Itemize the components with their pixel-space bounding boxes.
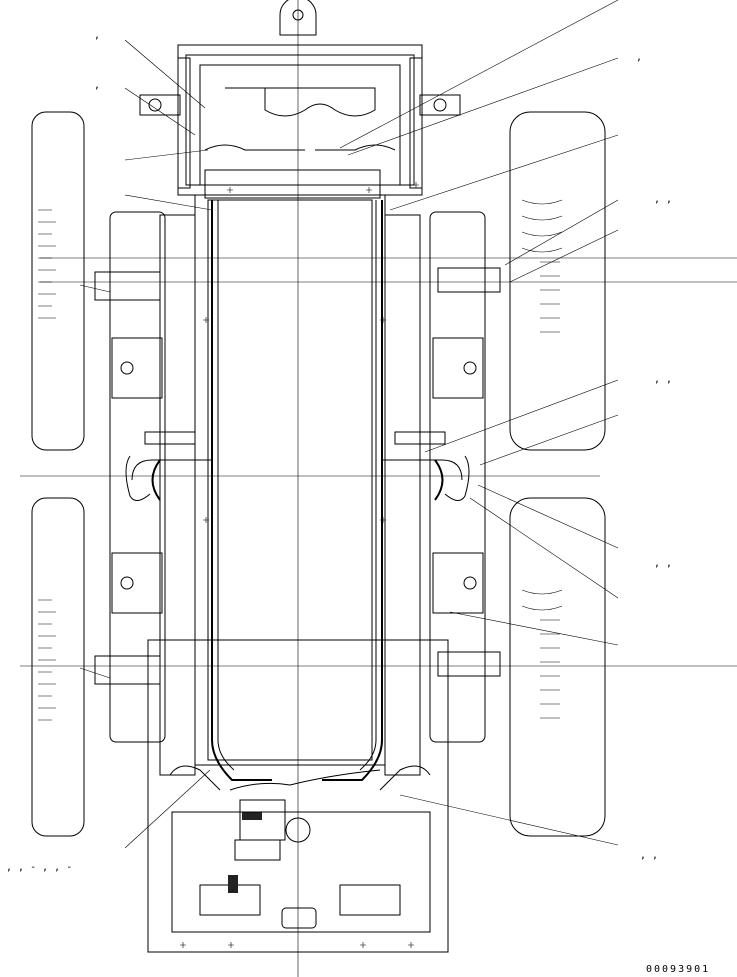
front-frame [139, 44, 461, 199]
drawing-number: 00093901 [646, 964, 710, 975]
callout-mark-bl1: , , - , , - [6, 862, 72, 873]
bolt-markers [180, 182, 419, 948]
leader-lines [79, 0, 619, 849]
left-front-tire [31, 111, 85, 451]
hydraulic-lines [131, 144, 463, 791]
right-rear-tire [509, 497, 606, 837]
right-axle-beam [394, 211, 501, 743]
callout-mark-tr1: , [636, 52, 642, 63]
main-frame [159, 194, 421, 776]
left-rear-tire [31, 497, 85, 837]
callout-mark-tl2: , [94, 80, 100, 91]
callout-marks: , , , , , , , , , , , , , - , , - [6, 30, 672, 873]
rear-frame [147, 639, 449, 953]
right-front-tire [509, 111, 606, 451]
callout-mark-tr4: , , [654, 558, 672, 569]
valve-cluster [234, 799, 311, 861]
callout-mark-tr3: , , [654, 374, 672, 385]
callout-mark-tl1: , [94, 30, 100, 41]
front-lifting-eye [279, 0, 317, 36]
callout-mark-br1: , , [640, 850, 658, 861]
center-lines [20, 0, 737, 977]
callout-mark-tr2: , , [654, 194, 672, 205]
left-axle-beam [94, 211, 196, 743]
